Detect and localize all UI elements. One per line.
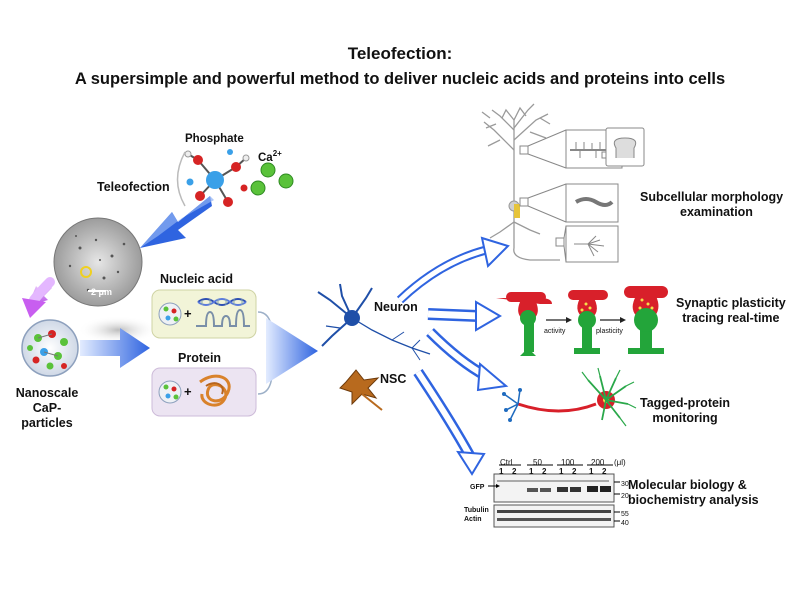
scale-bar-label: 2 μm	[91, 287, 113, 297]
particle-small-icon	[158, 302, 182, 326]
protein-coil-icon	[199, 374, 231, 407]
teleofection-arrow	[140, 196, 214, 248]
wb-lane: 2	[572, 467, 577, 476]
nsc-cell-image	[339, 369, 383, 411]
phosphate-molecule-icon	[184, 149, 250, 207]
wb-marker: 30	[621, 481, 629, 488]
tem-micrograph	[53, 217, 143, 307]
plus-sign: +	[184, 306, 192, 321]
wb-lane: 1	[589, 467, 594, 476]
wb-lane: 2	[542, 467, 547, 476]
nucleic-acid-label: Nucleic acid	[160, 272, 233, 286]
molecular-label: Molecular biology & biochemistry analysi…	[628, 478, 759, 508]
subcellular-line1: Subcellular morphology	[640, 190, 784, 204]
synaptic-line2: tracing real-time	[682, 311, 780, 325]
nanoscale-line1: Nanoscale	[15, 386, 79, 400]
plasticity-label: plasticity	[596, 328, 623, 335]
teleofection-label: Teleofection	[97, 180, 170, 194]
rna-hairpin-icon	[196, 308, 250, 327]
wb-group-100: 100	[561, 458, 575, 467]
tagged-label: Tagged-protein monitoring	[640, 396, 730, 426]
synaptic-line1: Synaptic plasticity	[676, 296, 786, 310]
activity-label: activity	[544, 328, 566, 335]
phosphate-label: Phosphate	[185, 133, 244, 145]
nanoscale-line2: CaP-particles	[21, 401, 73, 430]
subcellular-label: Subcellular morphology examination	[640, 190, 783, 220]
wb-marker: 40	[621, 520, 629, 527]
wb-marker: 20	[621, 493, 629, 500]
tagged-line2: monitoring	[652, 411, 718, 425]
cargo-to-cells-arrow	[266, 318, 318, 384]
protein-label: Protein	[178, 351, 222, 365]
wb-group-50: 50	[533, 458, 542, 467]
wb-lane: 2	[512, 467, 517, 476]
calcium-charge: 2+	[272, 149, 282, 158]
plus-sign: +	[184, 384, 192, 399]
wb-row-gfp: GFP	[470, 484, 485, 491]
neuron-label: Neuron	[374, 300, 418, 314]
synaptic-label: Synaptic plasticity tracing real-time	[676, 296, 786, 326]
wb-row-actin: Actin	[464, 516, 482, 523]
diagram-title: Teleofection:	[347, 44, 453, 63]
subcellular-line2: examination	[680, 205, 753, 219]
gray-neuron-drawing	[481, 103, 560, 261]
nsc-label: NSC	[380, 372, 407, 386]
synapse-diagram	[496, 286, 668, 356]
arrow-to-synaptic	[427, 300, 502, 332]
cap-particle-icon	[21, 319, 79, 377]
particle-to-cargo-arrow	[80, 328, 150, 368]
wb-unit: (μl)	[614, 458, 626, 467]
wb-marker: 55	[621, 511, 629, 518]
protein-box	[151, 367, 257, 417]
wb-row-tubulin: Tubulin	[464, 507, 489, 514]
wb-lane: 1	[559, 467, 564, 476]
nanoscale-label: Nanoscale CaP-particles	[8, 386, 86, 431]
calcium-ions-icon	[250, 162, 294, 196]
wb-group-ctrl: Ctrl	[500, 458, 513, 467]
calcium-symbol: Ca	[258, 151, 273, 164]
arrow-to-molecular	[413, 368, 486, 476]
tagged-line1: Tagged-protein	[640, 396, 731, 410]
wb-lane: 2	[602, 467, 607, 476]
calcium-label: Ca2+	[258, 146, 282, 166]
particle-small-icon	[158, 380, 182, 404]
arrow-to-tagged	[426, 328, 509, 392]
western-blot-image	[488, 464, 620, 528]
diagram-subtitle: A supersimple and powerful method to del…	[74, 70, 726, 88]
wb-lane: 1	[529, 467, 534, 476]
molecular-line1: Molecular biology &	[628, 478, 747, 492]
wb-group-200: 200	[591, 458, 605, 467]
neuron-cell-image	[317, 283, 431, 361]
dna-helix-icon	[197, 298, 247, 306]
tagged-neuron-drawing	[502, 367, 637, 427]
arrow-to-subcellular	[396, 236, 510, 304]
wb-row-tubulin-actin: Tubulin Actin	[464, 506, 489, 524]
wb-lane: 1	[499, 467, 504, 476]
molecular-line2: biochemistry analysis	[628, 493, 759, 507]
